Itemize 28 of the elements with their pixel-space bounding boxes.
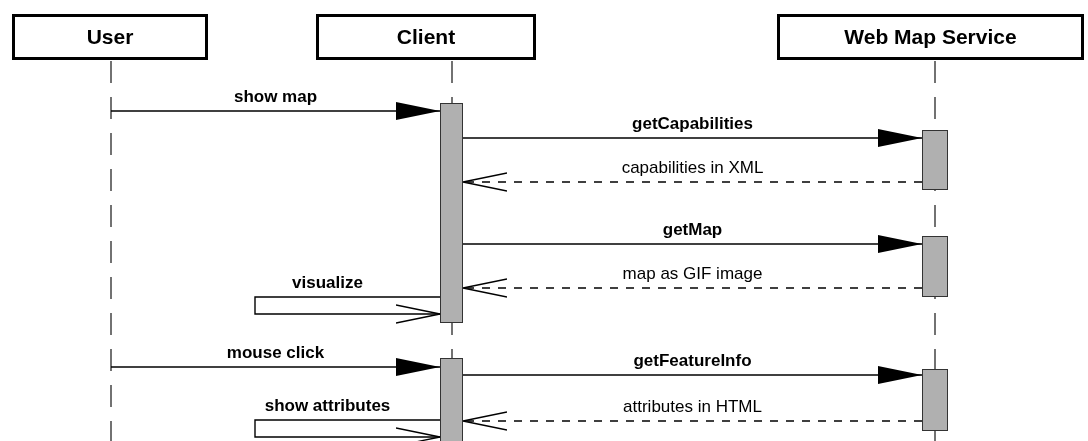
message-arrow: [462, 235, 923, 253]
message-arrow: [110, 102, 441, 120]
message-label: getMap: [662, 220, 723, 240]
activation-bar: [440, 103, 463, 323]
message-label: show attributes: [264, 396, 391, 416]
message-arrow: [254, 296, 441, 324]
lifeline-header: Web Map Service: [777, 14, 1084, 60]
message-label: show map: [233, 87, 318, 107]
lifeline-header: Client: [316, 14, 536, 60]
message-label: mouse click: [226, 343, 325, 363]
message-label: getCapabilities: [632, 114, 753, 134]
message-arrow: [462, 278, 923, 298]
activation-bar: [440, 358, 463, 441]
message-label: getFeatureInfo: [633, 351, 752, 371]
activation-bar: [922, 369, 948, 431]
message-label: visualize: [292, 273, 363, 293]
message-arrow: [110, 358, 441, 376]
message-label: map as GIF image: [622, 264, 763, 284]
lifeline-header: User: [12, 14, 208, 60]
message-arrow: [462, 366, 923, 384]
activation-bar: [922, 130, 948, 190]
message-label: capabilities in XML: [621, 158, 764, 178]
message-arrow: [462, 172, 923, 192]
message-arrow: [254, 419, 441, 441]
activation-bar: [922, 236, 948, 297]
message-label: attributes in HTML: [623, 397, 762, 417]
message-arrow: [462, 129, 923, 147]
message-arrow: [462, 411, 923, 431]
